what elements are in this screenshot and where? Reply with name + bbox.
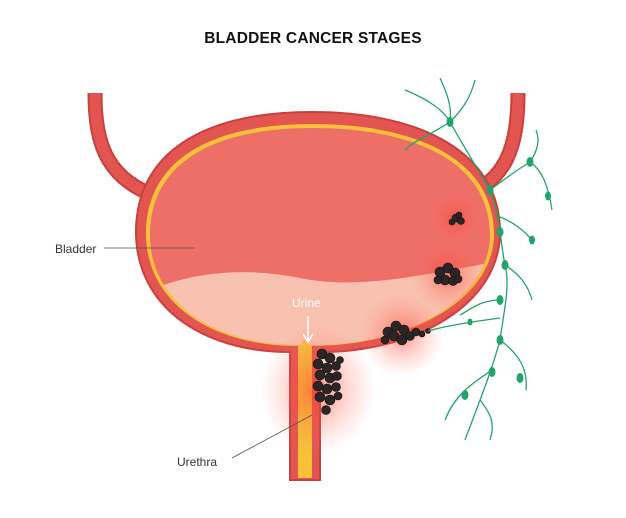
tumor-stage-1 <box>448 211 465 226</box>
tumor-stage-2 <box>433 262 463 286</box>
tumor-glow-2 <box>410 237 486 313</box>
label-bladder: Bladder <box>55 242 97 256</box>
label-urine: Urine <box>292 296 321 310</box>
label-urethra: Urethra <box>177 455 218 469</box>
tumor-stage-3 <box>380 320 431 346</box>
tumor-stage-4 <box>312 348 344 415</box>
urethra-leader-line <box>231 414 313 459</box>
lymph-nodes <box>446 117 551 400</box>
diagram-title: BLADDER CANCER STAGES <box>204 30 422 47</box>
